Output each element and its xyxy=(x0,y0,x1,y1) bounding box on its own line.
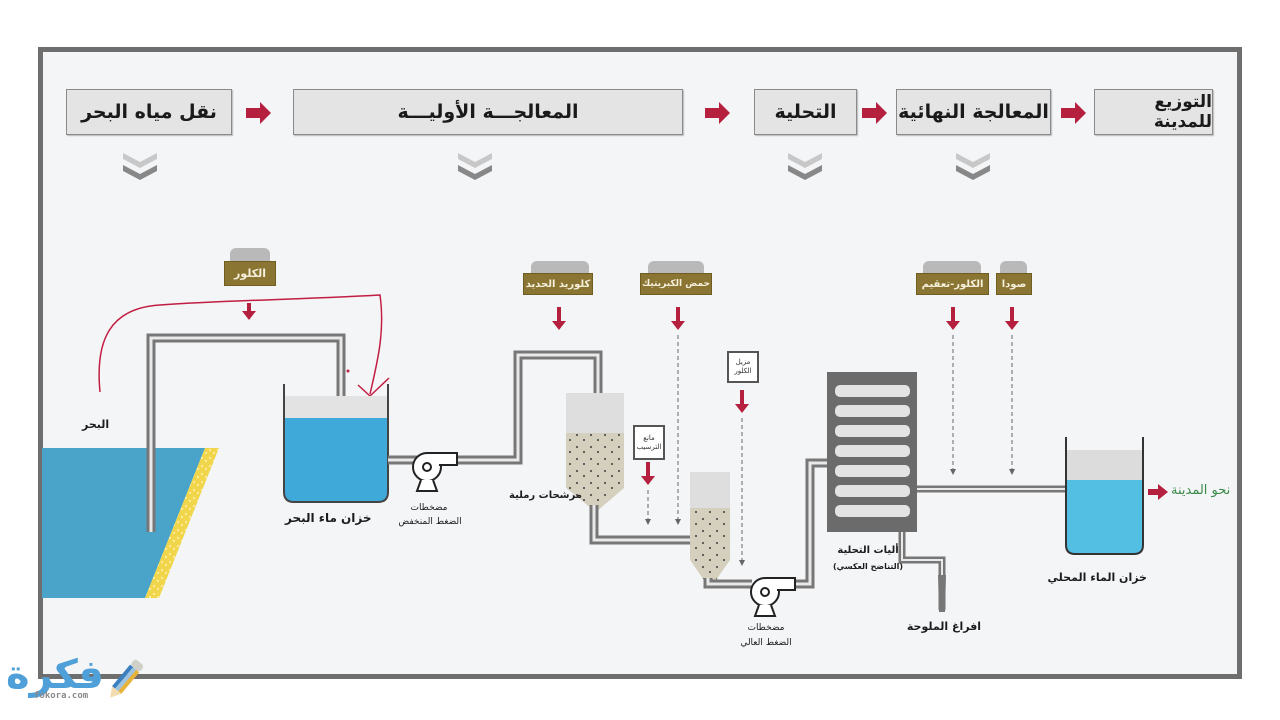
stage-label: المعالجـــة الأوليـــة xyxy=(397,101,579,123)
stage-desalination: التحلية xyxy=(754,89,857,135)
chlorine-disinfection-cap xyxy=(923,261,981,275)
dechlorinator-note: مزيل الكلور xyxy=(727,351,759,383)
desalinated-tank xyxy=(1065,437,1144,555)
stage-label: التوزيع للمدينة xyxy=(1153,92,1212,132)
desalinated-tank-label: خزان الماء المحلي xyxy=(1047,571,1147,584)
chevron-down-icon xyxy=(458,153,492,180)
chlorine-tag: الكلور xyxy=(224,261,276,286)
seawater-tank-label: خزان ماء البحر xyxy=(285,511,372,525)
chevron-down-icon xyxy=(788,153,822,180)
sand-filter-2 xyxy=(690,472,730,580)
antiscalant-note: مانع الترسيب xyxy=(633,425,665,460)
pipe-to-ro xyxy=(703,458,828,589)
stage-arrow-4 xyxy=(1061,102,1086,124)
dosing-lines xyxy=(645,335,1015,566)
ferric-chloride-cap xyxy=(531,261,589,275)
stage-label: نقل مياه البحر xyxy=(81,101,217,123)
low-pressure-pump-icon xyxy=(412,452,458,492)
chevron-down-icon xyxy=(123,153,157,180)
sulfuric-acid-tag: حمض الكبريتيك xyxy=(640,273,712,295)
to-city-label: نحو المدينة xyxy=(1171,483,1231,498)
sand-filter-1 xyxy=(566,393,624,512)
pipe-filter-link xyxy=(589,505,690,545)
watermark-arabic: فكرة xyxy=(6,652,105,698)
stage-arrow-3 xyxy=(862,102,887,124)
stage-pretreatment: المعالجـــة الأوليـــة xyxy=(293,89,683,135)
stage-label: المعالجة النهائية xyxy=(898,101,1049,123)
pencil-icon xyxy=(110,659,144,698)
chlorine-container-cap xyxy=(230,248,270,262)
chevron-down-icon xyxy=(956,153,990,180)
desal-units-sublabel: (التناضح العكسي) xyxy=(832,562,904,571)
dosing-arrows xyxy=(242,303,1019,485)
sea xyxy=(42,448,219,598)
seawater-tank xyxy=(283,384,389,503)
hp-pump-label-2: الضغط العالي xyxy=(740,638,792,648)
soda-cap xyxy=(1000,261,1027,275)
lp-pump-label-2: الضغط المنخفض xyxy=(398,517,462,527)
stage-arrow-2 xyxy=(705,102,730,124)
desal-units-label: أليات التحلية xyxy=(837,545,899,556)
brine-pipe xyxy=(898,532,946,612)
annotation-dot xyxy=(346,369,350,373)
hp-pump-label-1: مضخطات xyxy=(747,623,785,633)
sand-filters-label: مرشحات رملية xyxy=(509,490,582,501)
stage-arrow-1 xyxy=(246,102,271,124)
annotation-line xyxy=(98,294,390,398)
high-pressure-pump-icon xyxy=(750,577,796,617)
stage-arrows xyxy=(246,102,1086,124)
chevron-down-icons xyxy=(123,153,990,180)
diagram-frame xyxy=(38,47,1242,679)
soda-tag: صودا xyxy=(996,273,1032,295)
brine-discharge-label: افراغ الملوحة xyxy=(906,620,982,633)
intake-pipe xyxy=(146,333,346,532)
lp-pump-label-1: مضخطات xyxy=(410,503,448,513)
stage-seawater-transport: نقل مياه البحر xyxy=(66,89,232,135)
stage-post-treatment: المعالجة النهائية xyxy=(896,89,1051,135)
watermark-latin: fokora.com xyxy=(34,691,89,701)
sea-label: البحر xyxy=(82,418,110,431)
stage-city-distribution: التوزيع للمدينة xyxy=(1094,89,1213,135)
reverse-osmosis-unit xyxy=(827,372,917,532)
watermark-logo: فكرة fokora.com xyxy=(6,652,105,701)
to-city-arrow xyxy=(1148,484,1168,500)
sulfuric-acid-cap xyxy=(648,261,704,275)
stage-label: التحلية xyxy=(774,101,837,123)
ferric-chloride-tag: كلوريد الحديد xyxy=(523,273,593,295)
chlorine-disinfection-tag: الكلور-تعقيم xyxy=(916,273,989,295)
